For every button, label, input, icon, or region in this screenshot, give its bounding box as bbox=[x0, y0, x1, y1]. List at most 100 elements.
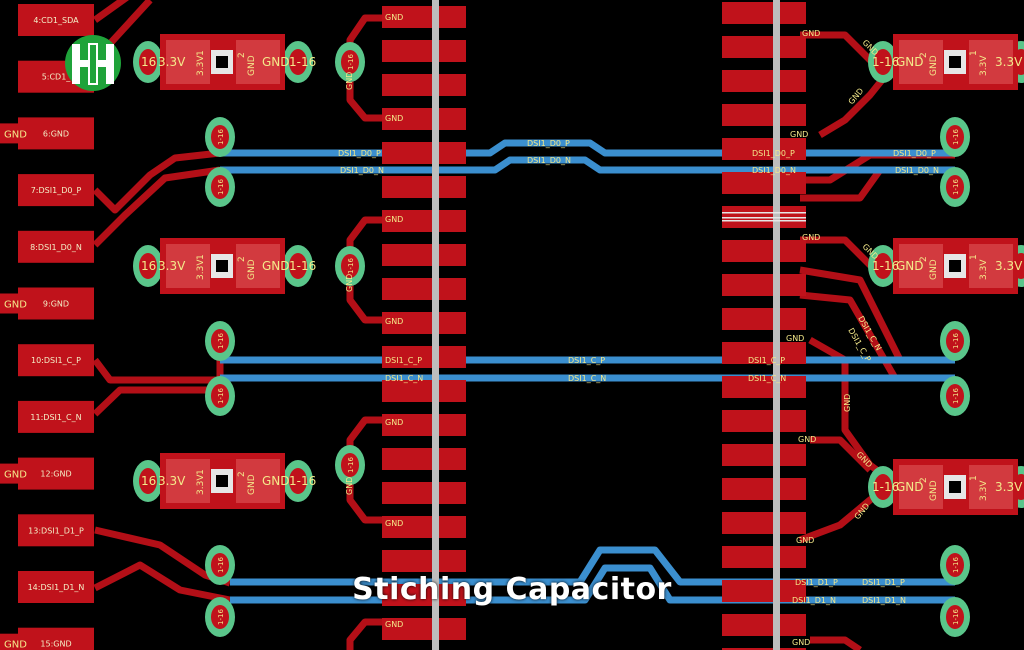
cap-pin1: 1 bbox=[969, 475, 979, 481]
stitching-via-inner bbox=[341, 453, 359, 477]
via-label: 1-16 bbox=[952, 179, 960, 195]
trace-label-d1p-b: DSI1_D1_P bbox=[862, 578, 905, 587]
via-label: 1-16 bbox=[347, 54, 355, 70]
cap-pin2-net: GND bbox=[247, 259, 257, 280]
center-right-pad bbox=[722, 2, 806, 24]
capacitor-pad-2 bbox=[236, 244, 280, 288]
cap-left-num: 1-16 bbox=[872, 55, 899, 69]
left-connector-label: 6:GND bbox=[43, 129, 69, 138]
left-connector-label: 7:DSI1_D0_P bbox=[31, 186, 82, 195]
left-connector-label: 10:DSI1_C_P bbox=[31, 356, 81, 365]
cap-left-via-inner bbox=[874, 474, 892, 500]
cap-left-via-inner bbox=[139, 253, 157, 279]
center-right-connector bbox=[722, 0, 806, 650]
stitching-via-inner bbox=[946, 553, 964, 577]
trace-label-d0n-a: DSI1_D0_N bbox=[340, 166, 384, 175]
center-left-pad bbox=[382, 176, 466, 198]
cap-left-net: 16 bbox=[141, 474, 156, 488]
cap-pin2-net: GND bbox=[247, 55, 257, 76]
vias: 1-161-161-161-161-161-161-161-161-161-16… bbox=[205, 42, 970, 637]
cap-pin-volt: 3.3V bbox=[979, 259, 989, 280]
via-label: 1-16 bbox=[952, 129, 960, 145]
gnd-stub bbox=[0, 293, 18, 314]
center-left-pad bbox=[382, 448, 466, 470]
left-connector-pad bbox=[18, 457, 94, 490]
left-connector-pad bbox=[18, 514, 94, 547]
cap-right-via-inner bbox=[289, 49, 307, 75]
gnd-stub-label: GND bbox=[4, 129, 27, 140]
center-right-separator bbox=[722, 212, 806, 214]
cap-right-volt: 3.3V bbox=[995, 55, 1023, 69]
trace-label-gnd-v3: GND bbox=[345, 477, 354, 495]
left-connector-label: 14:DSI1_D1_N bbox=[28, 583, 85, 592]
cap-pin2-net: GND bbox=[247, 474, 257, 495]
trace-label-gnd-1: GND bbox=[385, 13, 403, 22]
trace-label-d1p-a: DSI1_D1_P bbox=[795, 578, 838, 587]
trace-label-cp-c: DSI1_C_P bbox=[748, 356, 785, 365]
trace-label-cn-b: DSI1_C_N bbox=[568, 374, 606, 383]
cap-pin2: 2 bbox=[919, 477, 929, 483]
left-connector-pad bbox=[18, 344, 94, 377]
cap-pin2: 2 bbox=[919, 256, 929, 262]
cap-pin2: 2 bbox=[919, 52, 929, 58]
cap-volt: 3.3V bbox=[158, 55, 186, 69]
stitching-via-inner bbox=[211, 605, 229, 629]
cap-pin-volt: 3.3V bbox=[196, 259, 206, 280]
gnd-stub-label: GND bbox=[4, 470, 27, 481]
via-label: 1-16 bbox=[952, 609, 960, 625]
cap-left-num: 1-16 bbox=[872, 480, 899, 494]
via-label: 1-16 bbox=[347, 457, 355, 473]
cap-pin2: 2 bbox=[237, 256, 247, 262]
center-right-pad bbox=[722, 410, 806, 432]
left-connector-pad bbox=[18, 117, 94, 150]
center-right-pad bbox=[722, 478, 806, 500]
capacitor-pad-2 bbox=[899, 465, 943, 509]
center-right-separator bbox=[722, 217, 806, 219]
center-left-pad bbox=[382, 584, 466, 606]
center-right-pad bbox=[722, 36, 806, 58]
gnd-stub-label: GND bbox=[4, 640, 27, 650]
via-label: 1-16 bbox=[952, 333, 960, 349]
trace-label-d0n-d: DSI1_D0_N bbox=[895, 166, 939, 175]
left-connector-label: 15:GND bbox=[40, 640, 71, 649]
capacitor-pad-1 bbox=[166, 40, 210, 84]
trace-label-cp-b: DSI1_C_P bbox=[568, 356, 605, 365]
center-right-pad bbox=[722, 240, 806, 262]
gnd-stub bbox=[0, 123, 18, 144]
cap-pin1: 1 bbox=[196, 254, 206, 260]
trace-label-d0p-b: DSI1_D0_P bbox=[527, 139, 570, 148]
cap-right-volt: 3.3V bbox=[995, 259, 1023, 273]
stitching-via-inner bbox=[211, 329, 229, 353]
trace-label-gnd-rv: GND bbox=[843, 394, 852, 412]
center-right-pad bbox=[722, 444, 806, 466]
stitching-via-inner bbox=[341, 254, 359, 278]
capacitor-center-hole bbox=[949, 481, 961, 493]
trace-label-gnd-7: GND bbox=[385, 620, 403, 629]
via-label: 1-16 bbox=[217, 179, 225, 195]
trace-label-gnd-4: GND bbox=[385, 317, 403, 326]
stitching-via-inner bbox=[946, 125, 964, 149]
cap-volt: 3.3V bbox=[158, 259, 186, 273]
trace-label-gnd-v1: GND bbox=[345, 72, 354, 90]
capacitor-center-hole bbox=[216, 475, 228, 487]
cap-pin-volt: 3.3V bbox=[979, 480, 989, 501]
cap-left-net: GND bbox=[896, 259, 924, 273]
cap-pin2: 2 bbox=[237, 471, 247, 477]
trace-label-gnd-v2: GND bbox=[345, 274, 354, 292]
center-right-pad bbox=[722, 104, 806, 126]
cap-left-net: GND bbox=[896, 55, 924, 69]
image-caption: Stiching Capacitor bbox=[352, 572, 672, 607]
center-left-pad bbox=[382, 142, 466, 164]
trace-label-gnd-5: GND bbox=[385, 418, 403, 427]
trace-label-d0n-c: DSI1_D0_N bbox=[752, 166, 796, 175]
left-connector-pad bbox=[18, 627, 94, 650]
capacitor-pad-1 bbox=[969, 465, 1013, 509]
gnd-stub-label: GND bbox=[4, 300, 27, 311]
cap-volt: 3.3V bbox=[158, 474, 186, 488]
trace-label-gnd-r3: GND bbox=[802, 233, 820, 242]
cap-right-net: GND bbox=[262, 474, 290, 488]
cap-pin2-net: GND bbox=[929, 259, 939, 280]
cap-right-volt: 3.3V bbox=[995, 480, 1023, 494]
trace-label-gnd-r4: GND bbox=[786, 334, 804, 343]
